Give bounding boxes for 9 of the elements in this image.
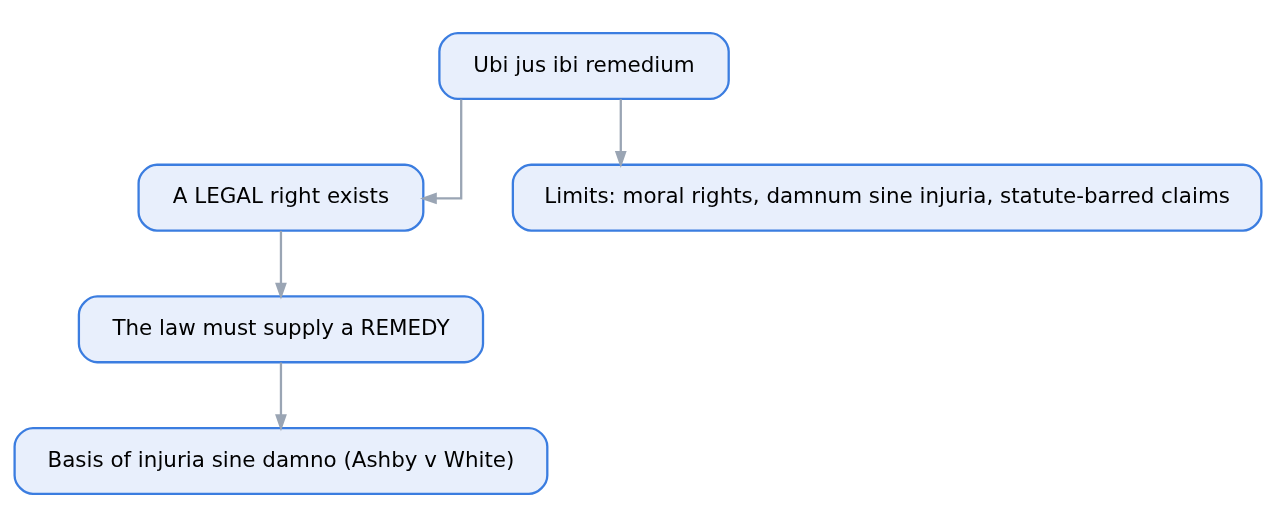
node-box: Ubi jus ibi remedium bbox=[438, 31, 730, 100]
node-box: Limits: moral rights, damnum sine injuria, statute-barred claims bbox=[511, 163, 1263, 232]
node-box: The law must supply a REMEDY bbox=[77, 294, 485, 363]
arrow bbox=[419, 98, 463, 204]
arrow bbox=[275, 362, 287, 431]
node-box: A LEGAL right exists bbox=[137, 163, 425, 232]
arrow bbox=[614, 98, 627, 168]
node-box: Basis of injuria sine damno (Ashby v White) bbox=[13, 426, 549, 495]
arrow bbox=[275, 230, 287, 300]
